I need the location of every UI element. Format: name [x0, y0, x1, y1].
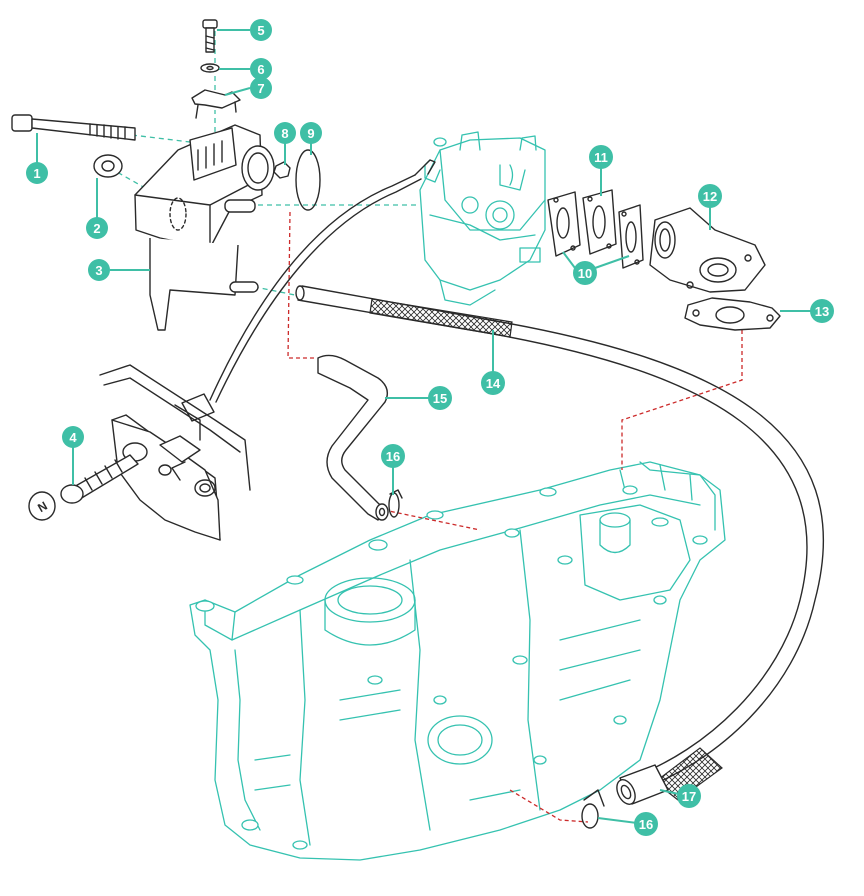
callout-9: 9 [300, 122, 322, 144]
callout-label: 17 [682, 789, 696, 804]
carburetor [419, 131, 546, 306]
gasket-b [582, 189, 617, 255]
callout-label: 8 [281, 126, 288, 141]
callout-7: 7 [250, 77, 272, 99]
grommet [93, 154, 123, 178]
intake-manifold [649, 207, 766, 293]
long-bolt [11, 114, 136, 141]
callout-4: 4 [62, 426, 84, 448]
callout-12: 12 [698, 184, 722, 208]
gasket-a [547, 191, 581, 257]
callout-8: 8 [274, 122, 296, 144]
callout-3: 3 [88, 259, 110, 281]
callout-16-upper: 16 [381, 444, 405, 468]
gasket-c [618, 204, 644, 269]
callout-label: 16 [639, 817, 653, 832]
air-intake-box [134, 124, 275, 331]
callout-leaders [36, 29, 818, 825]
callout-13: 13 [810, 299, 834, 323]
callout-label: 9 [307, 126, 314, 141]
callout-label: 4 [69, 430, 77, 445]
o-ring [295, 149, 321, 211]
small-screw [202, 19, 218, 53]
retaining-clip [191, 89, 241, 119]
choke-knob[interactable]: N [28, 454, 139, 521]
callout-label: 3 [95, 263, 102, 278]
callout-label: 15 [433, 391, 447, 406]
callout-label: 12 [703, 189, 717, 204]
callout-label: 16 [386, 449, 400, 464]
callout-label: 1 [33, 166, 40, 181]
callout-17: 17 [677, 784, 701, 808]
callout-16-lower: 16 [634, 812, 658, 836]
callout-11: 11 [589, 145, 613, 169]
callout-label: 14 [486, 376, 501, 391]
callout-2: 2 [86, 217, 108, 239]
callout-10: 10 [573, 261, 597, 285]
breather-hose [317, 354, 389, 521]
fuel-hose [295, 285, 825, 805]
callout-label: 2 [93, 221, 100, 236]
engine-block [189, 461, 726, 861]
callouts: 1 2 3 4 5 6 7 8 9 10 11 12 13 14 15 16 1… [26, 19, 834, 836]
callout-label: 6 [257, 62, 264, 77]
callout-label: 10 [578, 266, 592, 281]
manifold-gasket [684, 297, 781, 331]
cowling-panel [99, 364, 251, 541]
callout-15: 15 [428, 386, 452, 410]
callout-5: 5 [250, 19, 272, 41]
callout-14: 14 [481, 371, 505, 395]
engine-bosses [195, 485, 708, 850]
callout-label: 7 [257, 81, 264, 96]
flat-washer [200, 63, 220, 73]
small-nut [273, 161, 291, 179]
callout-1: 1 [26, 162, 48, 184]
callout-label: 11 [594, 150, 608, 165]
callout-6: 6 [250, 58, 272, 80]
callout-label: 13 [815, 304, 829, 319]
callout-label: 5 [257, 23, 264, 38]
hose-clip-lower [581, 789, 605, 829]
